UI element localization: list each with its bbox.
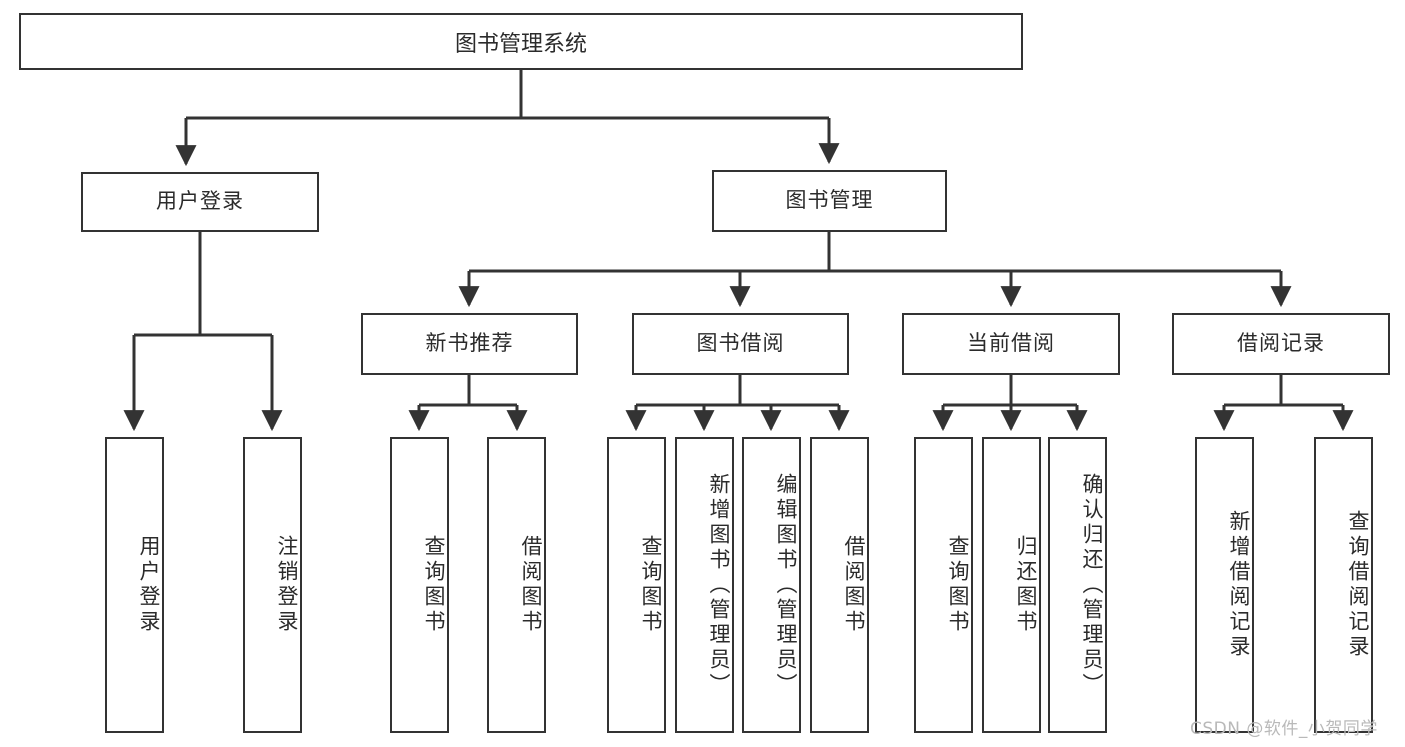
- leaf-return-book[interactable]: 归还图书: [982, 437, 1041, 733]
- node-book-borrow[interactable]: 图书借阅: [632, 313, 849, 375]
- leaf-query-borrow-record-label: 查询借阅记录: [1346, 510, 1370, 660]
- leaf-add-book-admin[interactable]: 新增图书（管理员）: [675, 437, 734, 733]
- leaf-add-book-admin-label: 新增图书（管理员）: [707, 472, 731, 698]
- node-root-label: 图书管理系统: [454, 31, 587, 57]
- leaf-user-logout-label: 注销登录: [275, 535, 299, 635]
- node-new-book-recommend[interactable]: 新书推荐: [361, 313, 578, 375]
- node-book-borrow-label: 图书借阅: [696, 331, 785, 356]
- leaf-query-book-new-label: 查询图书: [422, 535, 446, 635]
- leaf-borrow-book[interactable]: 借阅图书: [810, 437, 869, 733]
- leaf-user-logout[interactable]: 注销登录: [243, 437, 302, 733]
- leaf-user-login-label: 用户登录: [137, 535, 161, 635]
- leaf-query-book-current[interactable]: 查询图书: [914, 437, 973, 733]
- node-borrow-record[interactable]: 借阅记录: [1172, 313, 1390, 375]
- leaf-borrow-book-label: 借阅图书: [842, 535, 866, 635]
- node-user-login-label: 用户登录: [156, 189, 244, 214]
- leaf-query-borrow-record[interactable]: 查询借阅记录: [1314, 437, 1373, 733]
- leaf-edit-book-admin-label: 编辑图书（管理员）: [774, 472, 798, 698]
- leaf-borrow-book-new[interactable]: 借阅图书: [487, 437, 546, 733]
- node-new-book-recommend-label: 新书推荐: [425, 331, 514, 356]
- leaf-confirm-return-admin[interactable]: 确认归还（管理员）: [1048, 437, 1107, 733]
- leaf-borrow-book-new-label: 借阅图书: [519, 535, 543, 635]
- node-borrow-record-label: 借阅记录: [1237, 331, 1325, 356]
- node-current-borrow[interactable]: 当前借阅: [902, 313, 1120, 375]
- node-user-login[interactable]: 用户登录: [81, 172, 319, 232]
- leaf-query-book-borrow[interactable]: 查询图书: [607, 437, 666, 733]
- leaf-return-book-label: 归还图书: [1014, 535, 1038, 635]
- leaf-edit-book-admin[interactable]: 编辑图书（管理员）: [742, 437, 801, 733]
- node-root[interactable]: 图书管理系统: [19, 13, 1023, 70]
- leaf-query-book-borrow-label: 查询图书: [639, 535, 663, 635]
- leaf-add-borrow-record[interactable]: 新增借阅记录: [1195, 437, 1254, 733]
- leaf-query-book-current-label: 查询图书: [946, 535, 970, 635]
- leaf-add-borrow-record-label: 新增借阅记录: [1227, 510, 1251, 660]
- leaf-query-book-new[interactable]: 查询图书: [390, 437, 449, 733]
- node-book-management-label: 图书管理: [785, 188, 874, 213]
- node-current-borrow-label: 当前借阅: [967, 331, 1055, 356]
- csdn-watermark: CSDN @软件_小贺同学: [1190, 719, 1378, 739]
- leaf-confirm-return-admin-label: 确认归还（管理员）: [1080, 472, 1104, 698]
- node-book-management[interactable]: 图书管理: [712, 170, 947, 232]
- leaf-user-login[interactable]: 用户登录: [105, 437, 164, 733]
